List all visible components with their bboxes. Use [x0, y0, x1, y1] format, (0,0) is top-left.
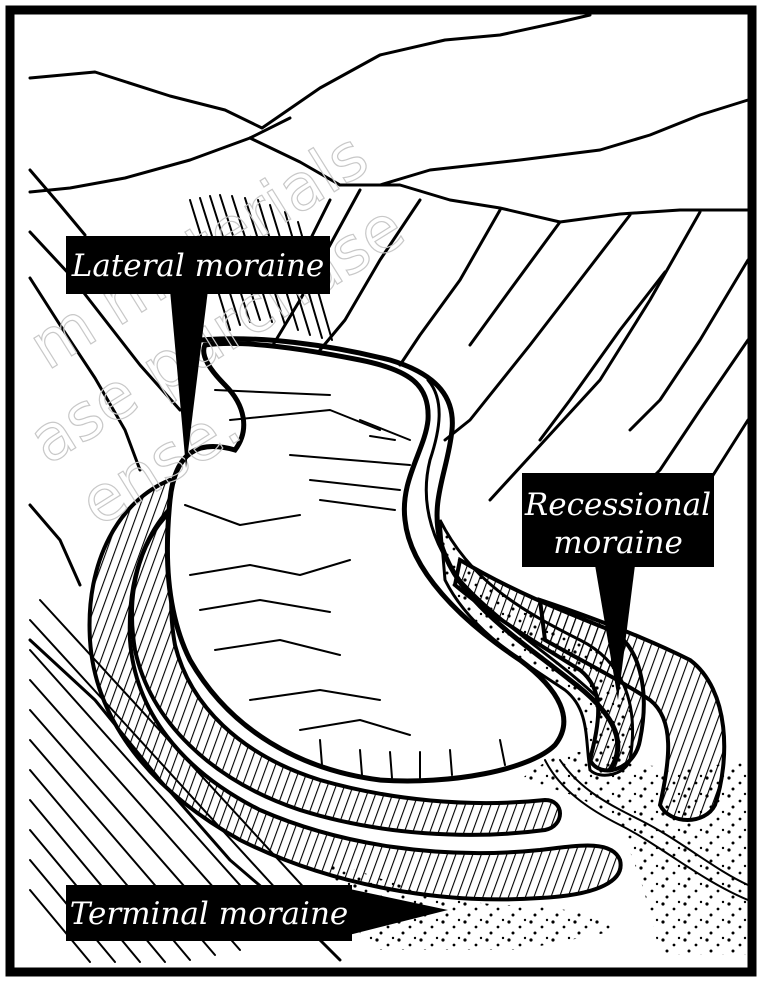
recessional-moraine-label-line-1: Recessional — [524, 487, 711, 523]
recessional-moraine-label-line-2: moraine — [553, 525, 683, 561]
terminal-moraine-label: Terminal moraine — [70, 896, 349, 932]
lateral-moraine-label: Lateral moraine — [71, 248, 325, 284]
